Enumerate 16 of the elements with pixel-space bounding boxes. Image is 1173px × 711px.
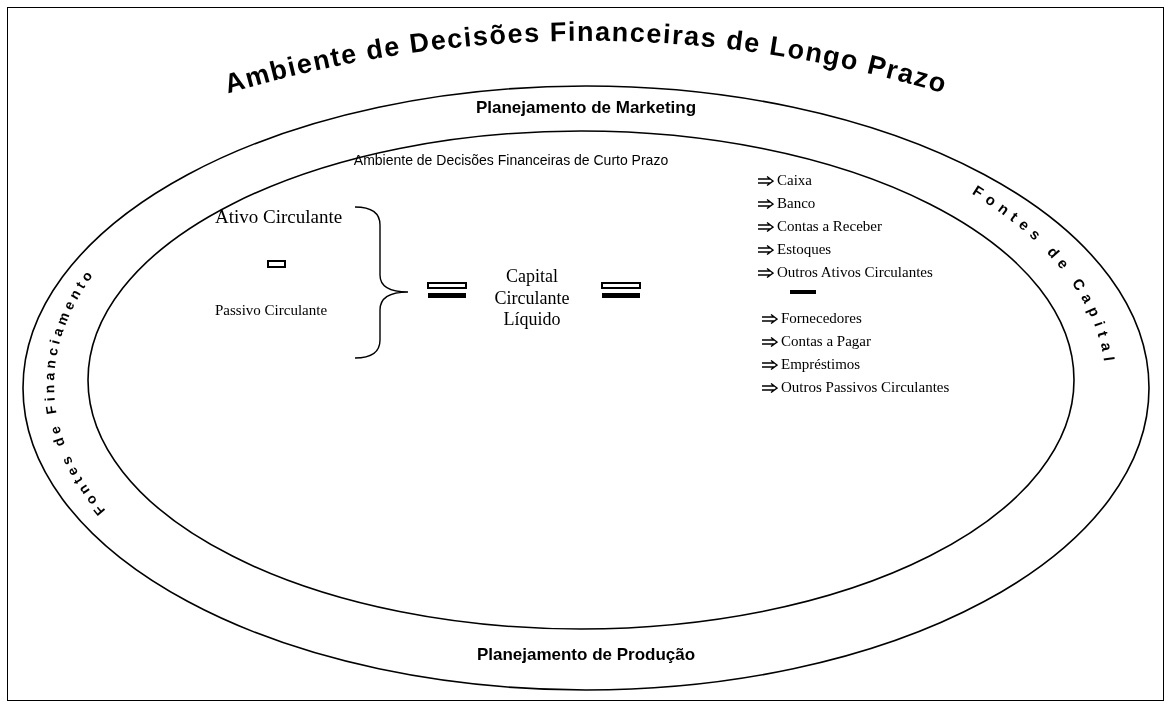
list-item: Contas a Pagar	[781, 333, 871, 350]
list-item: Estoques	[777, 241, 832, 258]
ellipse-label: Ambiente de Decisões Financeiras de Curto Prazo	[353, 152, 669, 168]
ring-label: Planejamento de Marketing	[475, 98, 697, 117]
formula-term: Passivo Circulante	[215, 302, 328, 319]
list-item: Outros Passivos Circulantes	[781, 379, 950, 396]
list-item: Contas a Receber	[777, 218, 882, 235]
arc-title: Ambiente de Decisões Financeiras de Longo Prazo	[221, 16, 951, 100]
ring-label: Planejamento de Produção	[476, 645, 696, 664]
formula-result: Capital Circulante Líquido	[493, 266, 571, 331]
list-item: Caixa	[777, 172, 812, 189]
list-item: Empréstimos	[781, 356, 861, 373]
list-item: Fornecedores	[781, 310, 862, 327]
list-item: Outros Ativos Circulantes	[777, 264, 933, 281]
list-item: Banco	[777, 195, 816, 212]
formula-term: Ativo Circulante	[215, 206, 343, 228]
